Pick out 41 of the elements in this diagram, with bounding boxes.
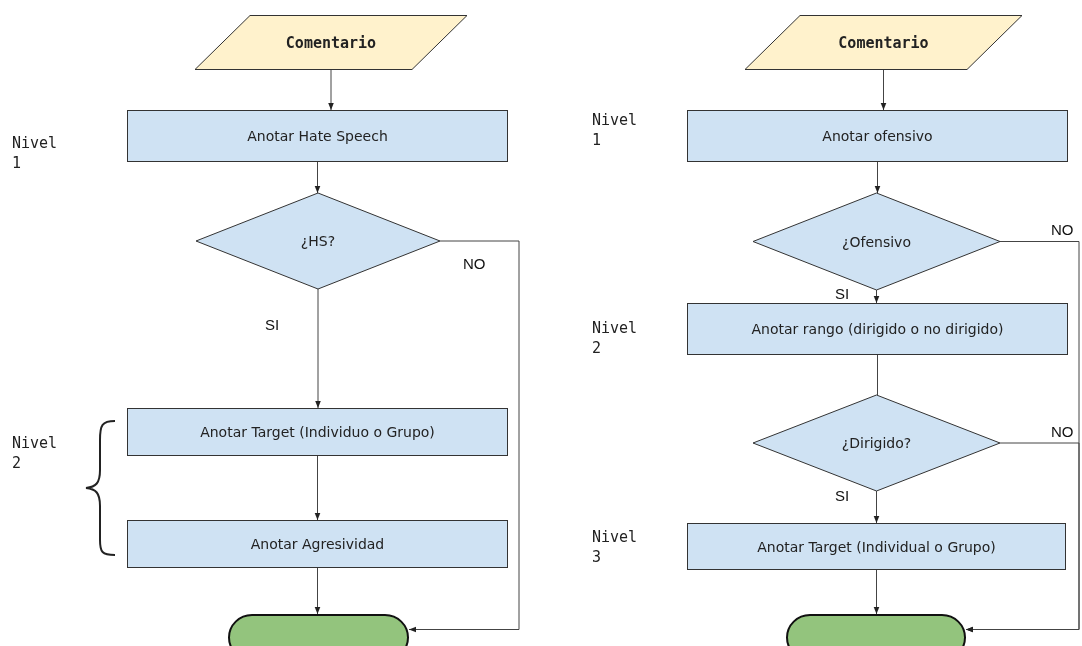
decision-diamond	[753, 193, 1000, 290]
node-label: ¿Dirigido?	[841, 435, 912, 451]
arrow	[874, 161, 881, 194]
process-box	[127, 408, 508, 456]
level-label: Nivel 2	[12, 433, 59, 473]
input-parallelogram	[745, 15, 1022, 70]
arrow	[328, 69, 334, 111]
arrow	[880, 69, 887, 111]
process-box	[127, 110, 508, 162]
decision-diamond	[196, 193, 440, 289]
node-label: Comentario	[838, 33, 929, 52]
input-parallelogram	[195, 15, 467, 70]
arrow	[315, 288, 321, 409]
node-label: Anotar ofensivo	[822, 128, 933, 144]
level-label: Nivel 1	[12, 133, 59, 173]
node-label: Anotar Agresividad	[250, 536, 385, 552]
process-box	[127, 520, 508, 568]
arrow	[873, 569, 880, 615]
node-label: ¿Ofensivo	[842, 233, 911, 250]
arrow	[314, 567, 321, 615]
arrow	[965, 442, 1080, 633]
arrow	[873, 490, 880, 524]
level-label: Nivel 1	[592, 110, 639, 150]
arrow	[314, 161, 321, 194]
node-label: Anotar Target (Individual o Grupo)	[757, 538, 996, 555]
node-label: ¿HS?	[300, 233, 336, 249]
arrow	[408, 240, 520, 633]
arrow	[314, 455, 321, 521]
level-label: Nivel 3	[592, 527, 639, 567]
terminator-shape	[228, 614, 409, 645]
terminator-shape	[786, 614, 966, 645]
node-label: Comentario	[285, 33, 377, 52]
node-label: Anotar Target (Individuo o Grupo)	[200, 424, 435, 440]
node-label: Anotar rango (dirigido o no dirigido)	[751, 321, 1004, 337]
process-box	[687, 523, 1066, 570]
arrow	[873, 289, 880, 304]
decision-diamond	[753, 395, 1000, 491]
node-label: Anotar Hate Speech	[247, 128, 388, 144]
level-label: Nivel 2	[592, 318, 639, 358]
process-box	[687, 110, 1068, 162]
process-box	[687, 303, 1068, 355]
